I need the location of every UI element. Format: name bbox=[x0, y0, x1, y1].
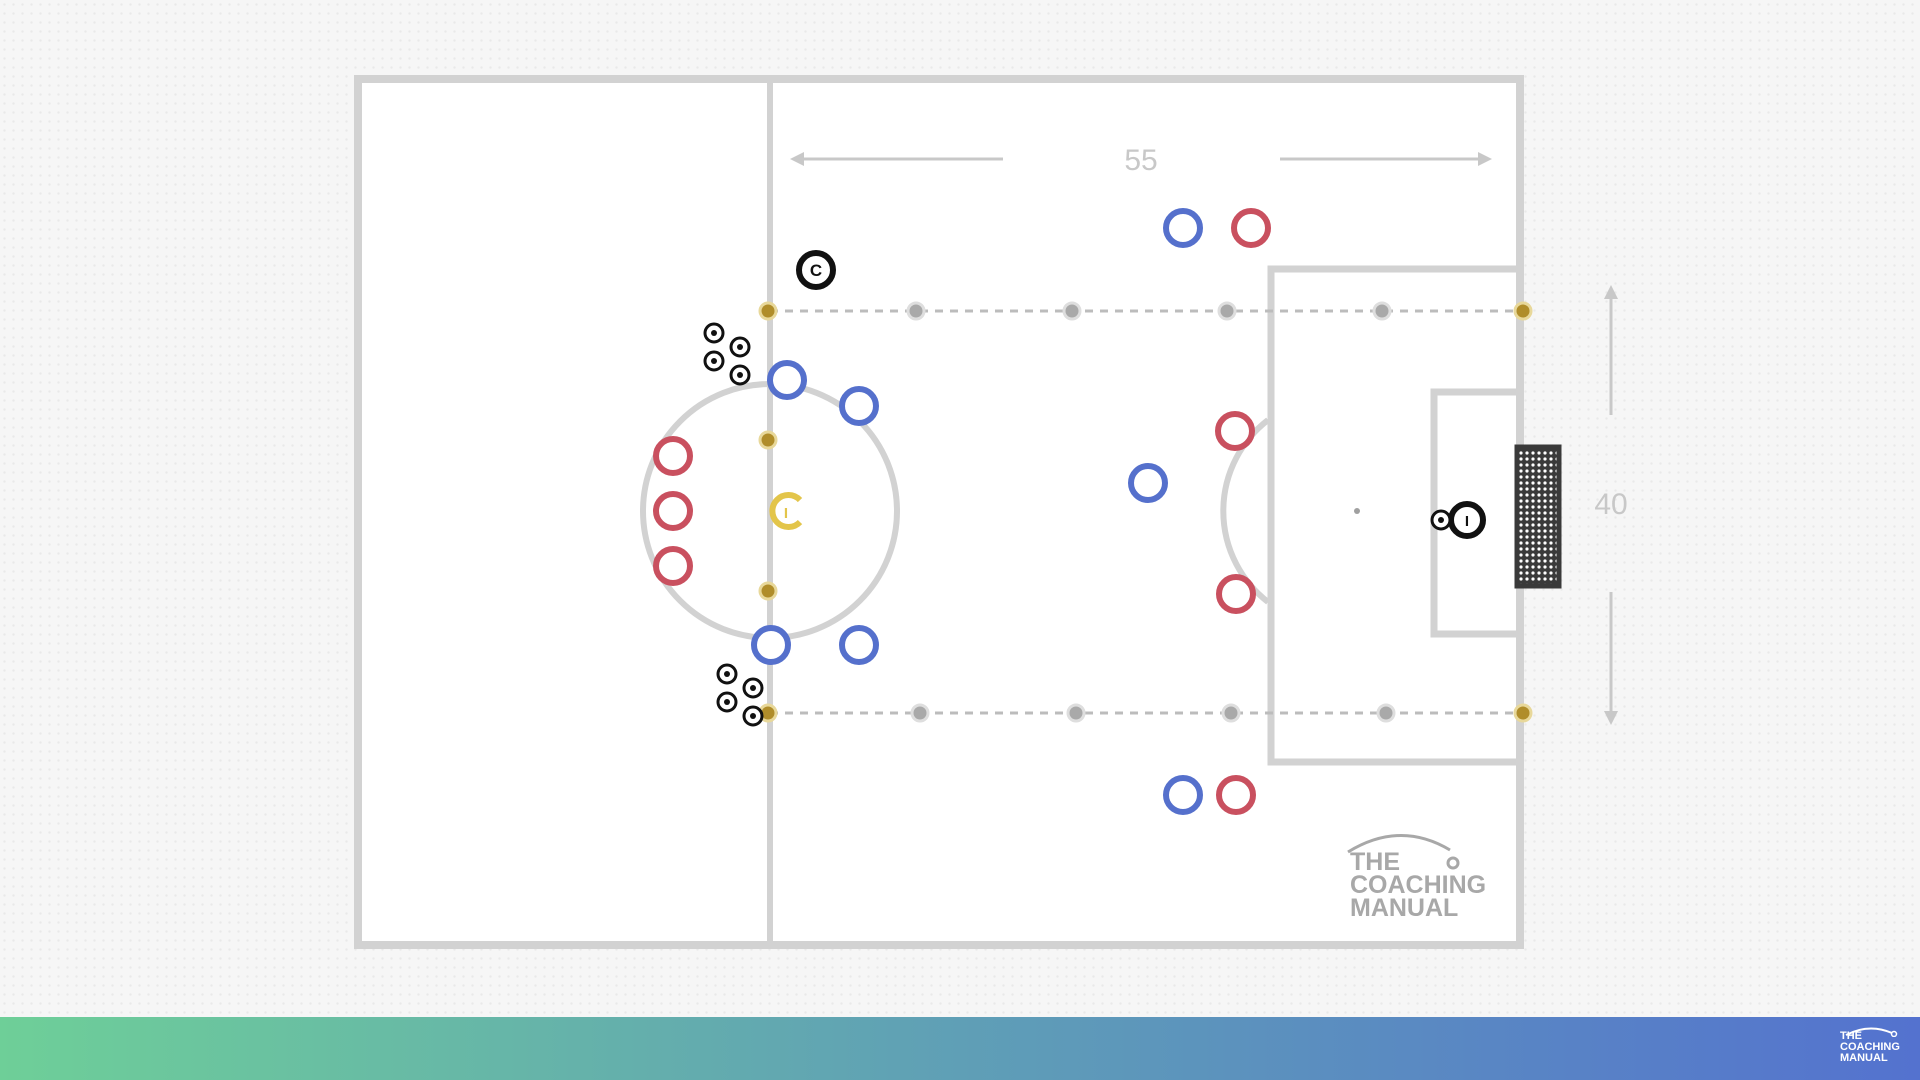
watermark-line3: MANUAL bbox=[1350, 894, 1458, 922]
blue-team bbox=[751, 208, 1203, 815]
blue-player bbox=[839, 625, 879, 665]
svg-text:C: C bbox=[810, 261, 822, 280]
footer-bar bbox=[0, 1017, 1920, 1080]
goalkeeper-marker: I bbox=[1448, 501, 1486, 539]
footer-logo: THE COACHING MANUAL bbox=[1840, 1027, 1900, 1064]
red-player bbox=[653, 436, 693, 476]
svg-text:I: I bbox=[784, 505, 788, 522]
ball-cluster-bottom bbox=[716, 663, 764, 727]
gold-cones bbox=[758, 301, 1533, 723]
watermark-line1: THE bbox=[1350, 848, 1400, 876]
red-player bbox=[653, 546, 693, 586]
blue-player bbox=[1163, 775, 1203, 815]
pitch bbox=[354, 75, 1524, 949]
goal-net-icon bbox=[1514, 444, 1562, 589]
red-player bbox=[1216, 574, 1256, 614]
red-team bbox=[653, 208, 1271, 815]
penalty-spot bbox=[1354, 508, 1360, 514]
svg-text:I: I bbox=[1465, 513, 1469, 530]
length-label: 55 bbox=[1124, 144, 1157, 177]
blue-player bbox=[839, 386, 879, 426]
blue-player bbox=[1163, 208, 1203, 248]
length-arrow bbox=[790, 152, 1492, 166]
red-player bbox=[1231, 208, 1271, 248]
watermark-logo: THE COACHING MANUAL bbox=[1347, 834, 1486, 922]
width-label: 40 bbox=[1594, 488, 1627, 521]
blue-player bbox=[1128, 463, 1168, 503]
red-player bbox=[653, 491, 693, 531]
width-arrow bbox=[1604, 285, 1618, 725]
watermark-line2: COACHING bbox=[1350, 871, 1486, 899]
grey-cones bbox=[906, 301, 1396, 723]
red-player bbox=[1216, 775, 1256, 815]
neutral-player-marker: I bbox=[769, 492, 803, 530]
blue-player bbox=[751, 625, 791, 665]
ball-cluster-top bbox=[703, 322, 751, 386]
goalkeeper-ball bbox=[1430, 509, 1452, 531]
blue-player bbox=[767, 360, 807, 400]
coach-marker: C bbox=[796, 250, 836, 290]
red-player bbox=[1215, 411, 1255, 451]
